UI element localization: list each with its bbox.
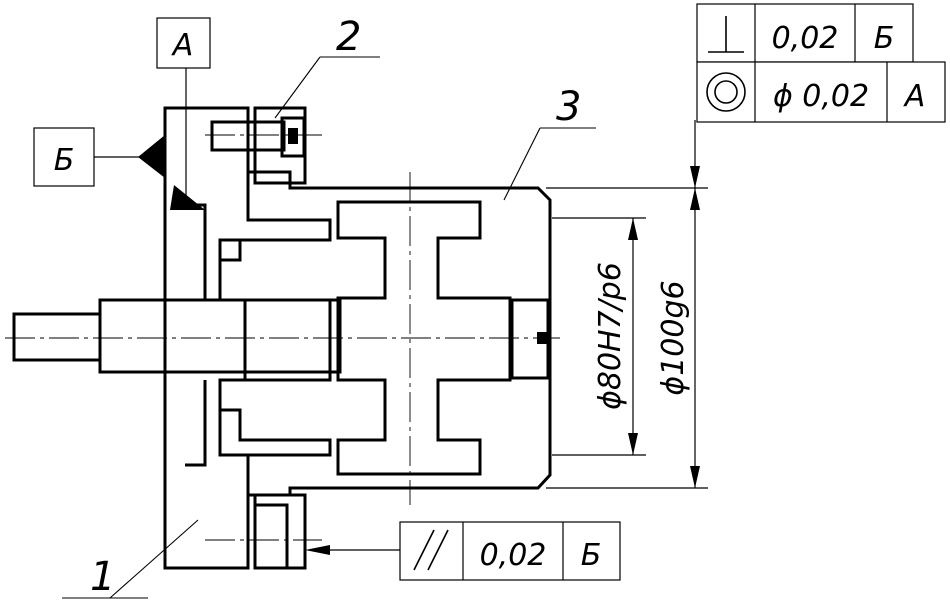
- insert-body: [336, 200, 512, 476]
- tolerance-frame-parallelism: 0,02 Б: [305, 521, 621, 581]
- end-plug: [510, 298, 550, 380]
- fit-inner-label: ϕ80H7/p6: [593, 262, 628, 410]
- perpendicularity-icon: [708, 16, 744, 53]
- datum-b-label: Б: [54, 143, 75, 178]
- callout-leaders: [62, 56, 596, 599]
- parallelism-icon: [413, 529, 449, 571]
- fit-outer-label: ϕ100g6: [656, 280, 691, 395]
- perpendicularity-value: 0,02: [772, 21, 839, 56]
- perpendicularity-datum: Б: [874, 21, 895, 56]
- screw-bottom: [253, 493, 307, 570]
- center-lines: [5, 134, 560, 541]
- tolerance-frames-top: 0,02 Б ϕ 0,02 А: [690, 3, 946, 188]
- callout-2: 2: [336, 14, 361, 60]
- parallelism-value: 0,02: [480, 538, 547, 573]
- face-groove: [185, 203, 207, 467]
- concentricity-icon: [706, 72, 746, 112]
- shaft: [12, 298, 342, 374]
- dimension-fit-outer: ϕ100g6: [546, 187, 708, 489]
- screw-part2: [210, 106, 307, 185]
- callout-1: 1: [90, 554, 115, 600]
- datum-a: А: [156, 17, 211, 210]
- callout-3: 3: [556, 84, 581, 130]
- concentricity-value: ϕ 0,02: [773, 79, 869, 114]
- datum-b: Б: [33, 127, 165, 187]
- part3-hub: [218, 170, 552, 497]
- concentricity-datum: А: [903, 79, 926, 114]
- datum-a-label: А: [171, 28, 194, 63]
- dimension-fit-inner: ϕ80H7/p6: [552, 217, 646, 456]
- parallelism-datum: Б: [581, 538, 602, 573]
